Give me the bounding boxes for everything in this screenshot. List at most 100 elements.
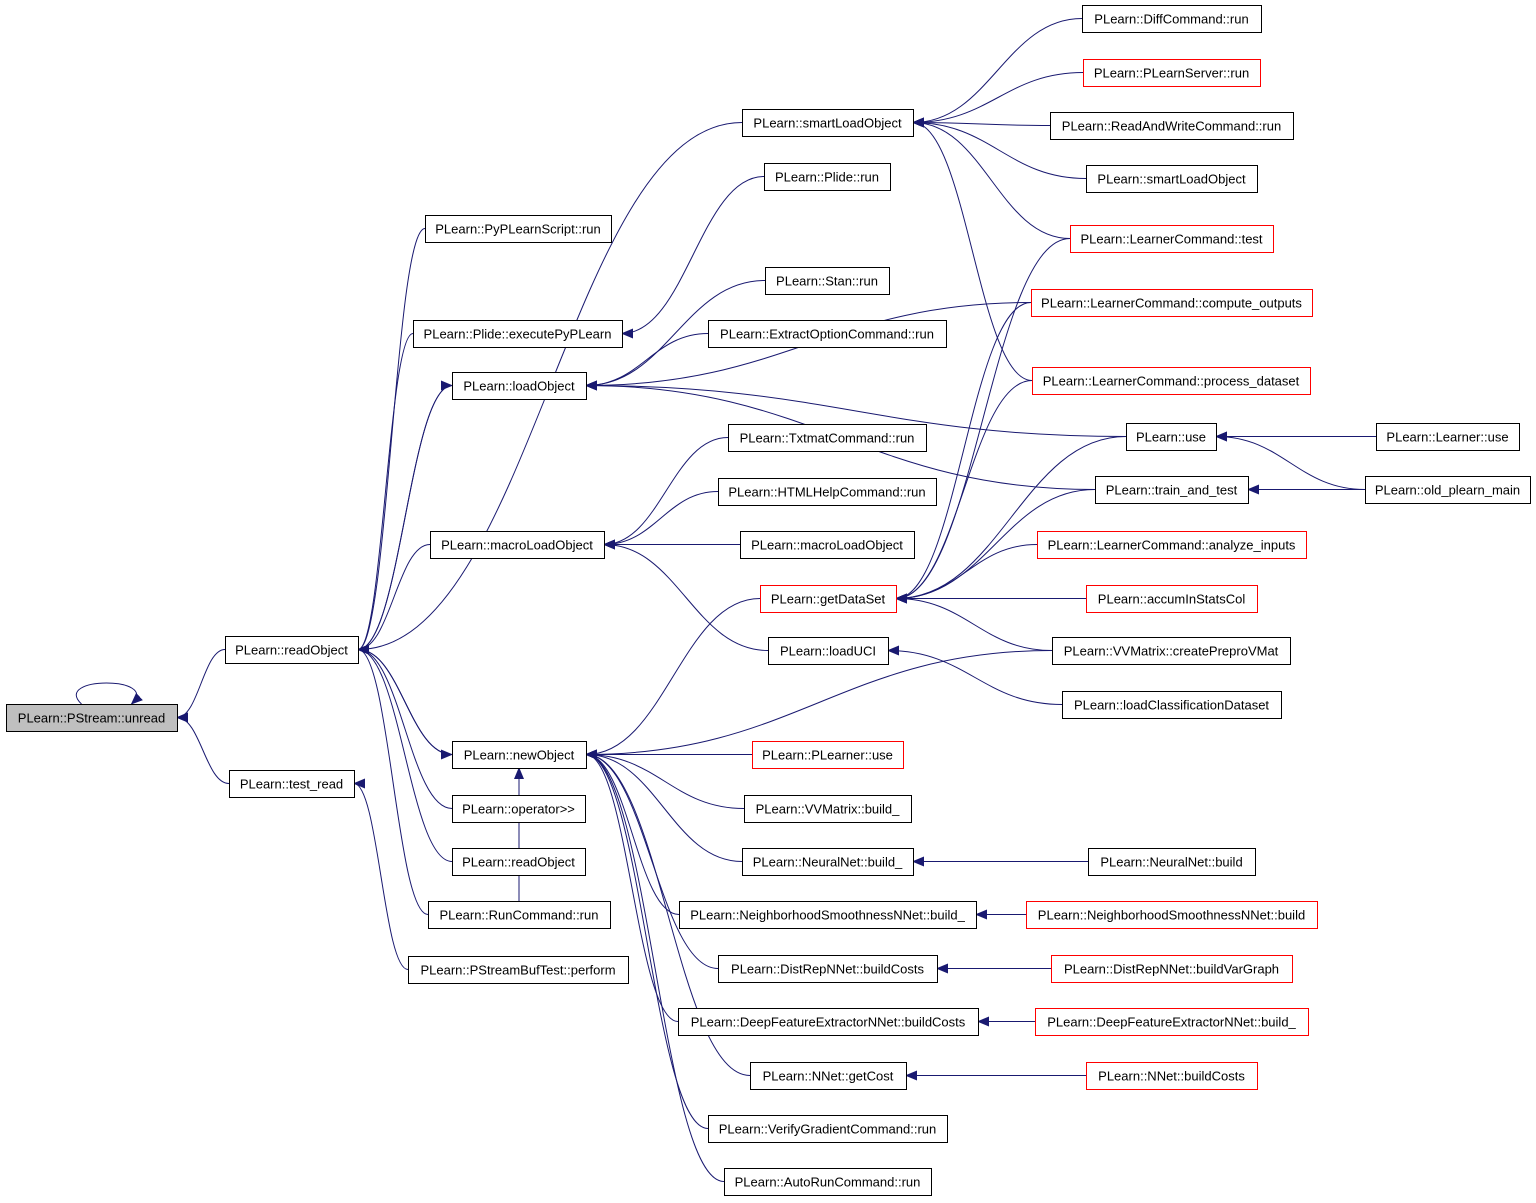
node-label: PLearn::ReadAndWriteCommand::run — [1062, 119, 1281, 134]
node-load-class[interactable]: PLearn::loadClassificationDataset — [1062, 691, 1282, 719]
node-label: PLearn::VVMatrix::createPreproVMat — [1064, 644, 1279, 659]
node-train-test[interactable]: PLearn::train_and_test — [1095, 476, 1249, 504]
node-pypl[interactable]: PLearn::PyPLearnScript::run — [425, 215, 612, 243]
node-macro-load[interactable]: PLearn::macroLoadObject — [430, 531, 605, 559]
node-psbt[interactable]: PLearn::PStreamBufTest::perform — [408, 956, 629, 984]
node-box — [1086, 585, 1258, 613]
node-lc-test[interactable]: PLearn::LearnerCommand::test — [1070, 225, 1274, 253]
node-learner-use[interactable]: PLearn::Learner::use — [1376, 423, 1520, 451]
node-stan[interactable]: PLearn::Stan::run — [765, 267, 890, 295]
node-execute-py[interactable]: PLearn::Plide::executePyPLearn — [413, 320, 623, 348]
node-box — [225, 636, 359, 664]
edge-verify-grad-to-new-object — [585, 749, 709, 1129]
node-label: PLearn::readObject — [235, 643, 348, 658]
node-test-read[interactable]: PLearn::test_read — [229, 770, 355, 798]
node-label: PLearn::test_read — [240, 777, 343, 792]
node-nnbuild[interactable]: PLearn::NeuralNet::build_ — [742, 848, 914, 876]
node-old-main[interactable]: PLearn::old_plearn_main — [1365, 476, 1531, 504]
node-smart-load[interactable]: PLearn::smartLoadObject — [742, 109, 914, 137]
node-box — [1062, 691, 1282, 719]
node-auto-run[interactable]: PLearn::AutoRunCommand::run — [724, 1168, 932, 1196]
node-label: PLearn::LearnerCommand::test — [1080, 232, 1262, 247]
edge-old-main-to-use — [1215, 431, 1366, 490]
node-plide[interactable]: PLearn::Plide::run — [764, 163, 891, 191]
node-label: PLearn::NeuralNet::build_ — [753, 855, 903, 870]
node-diff[interactable]: PLearn::DiffCommand::run — [1082, 5, 1262, 33]
node-lc-compute[interactable]: PLearn::LearnerCommand::compute_outputs — [1031, 289, 1313, 317]
node-vv-prepro[interactable]: PLearn::VVMatrix::createPreproVMat — [1052, 637, 1291, 665]
node-box — [408, 956, 629, 984]
node-dfe-build-costs[interactable]: PLearn::DeepFeatureExtractorNNet::buildC… — [678, 1008, 979, 1036]
node-dfe-build-[interactable]: PLearn::DeepFeatureExtractorNNet::build_ — [1035, 1008, 1309, 1036]
edge-opshift-to-read-object — [357, 644, 453, 809]
edge-macro-load-to-read-object — [357, 544, 431, 655]
node-lc-analyze[interactable]: PLearn::LearnerCommand::analyze_inputs — [1037, 531, 1307, 559]
node-box — [679, 901, 977, 929]
node-load-uci[interactable]: PLearn::loadUCI — [768, 637, 889, 665]
node-plearner[interactable]: PLearn::PLearner::use — [752, 741, 904, 769]
node-label: PLearn::PLearnServer::run — [1094, 66, 1249, 81]
node-plserver[interactable]: PLearn::PLearnServer::run — [1083, 59, 1261, 87]
node-smart-load2[interactable]: PLearn::smartLoadObject — [1086, 165, 1258, 193]
node-run-cmd[interactable]: PLearn::RunCommand::run — [428, 901, 611, 929]
node-label: PLearn::PLearner::use — [762, 748, 893, 763]
node-label: PLearn::old_plearn_main — [1375, 483, 1520, 498]
node-label: PLearn::NeuralNet::build — [1100, 855, 1242, 870]
node-use[interactable]: PLearn::use — [1126, 423, 1217, 451]
node-label: PLearn::RunCommand::run — [440, 908, 599, 923]
node-vvbuild[interactable]: PLearn::VVMatrix::build_ — [744, 795, 912, 823]
node-box — [742, 109, 914, 137]
node-label: PLearn::macroLoadObject — [441, 538, 593, 553]
node-label: PLearn::smartLoadObject — [1097, 172, 1246, 187]
node-label: PLearn::AutoRunCommand::run — [735, 1175, 921, 1190]
node-label: PLearn::VVMatrix::build_ — [756, 802, 901, 817]
node-dr-var-graph[interactable]: PLearn::DistRepNNet::buildVarGraph — [1051, 955, 1293, 983]
node-layer: PLearn::PStream::unreadPLearn::readObjec… — [6, 5, 1531, 1196]
node-extract-opt[interactable]: PLearn::ExtractOptionCommand::run — [708, 320, 947, 348]
node-box — [1031, 289, 1313, 317]
node-verify-grad[interactable]: PLearn::VerifyGradientCommand::run — [708, 1115, 948, 1143]
node-label: PLearn::NNet::getCost — [763, 1069, 894, 1084]
node-box — [760, 585, 897, 613]
node-box — [764, 163, 891, 191]
node-box — [740, 531, 915, 559]
node-nsnnbuild[interactable]: PLearn::NeighborhoodSmoothnessNNet::buil… — [1026, 901, 1318, 929]
node-label: PLearn::NeighborhoodSmoothnessNNet::buil… — [690, 908, 965, 923]
node-label: PLearn::readObject — [462, 855, 575, 870]
node-get-data-set[interactable]: PLearn::getDataSet — [760, 585, 897, 613]
node-label: PLearn::getDataSet — [771, 592, 886, 607]
node-macro-load2[interactable]: PLearn::macroLoadObject — [740, 531, 915, 559]
edge-lc-process-to-get-data-set — [895, 380, 1033, 604]
node-txtmat[interactable]: PLearn::TxtmatCommand::run — [728, 424, 927, 452]
node-new-object[interactable]: PLearn::newObject — [452, 741, 587, 769]
node-drbuild-costs[interactable]: PLearn::DistRepNNet::buildCosts — [718, 955, 938, 983]
node-load-object[interactable]: PLearn::loadObject — [452, 372, 587, 400]
node-opshift[interactable]: PLearn::operator>> — [452, 795, 586, 823]
node-accum[interactable]: PLearn::accumInStatsCol — [1086, 585, 1258, 613]
node-nnbuild2[interactable]: PLearn::NeuralNet::build — [1088, 848, 1256, 876]
edge-load-uci-to-macro-load — [603, 539, 769, 651]
node-box — [452, 848, 586, 876]
node-box — [750, 1062, 907, 1090]
edge-layer — [75, 18, 1376, 1182]
edge-lc-analyze-to-get-data-set — [895, 544, 1038, 604]
node-lc-process[interactable]: PLearn::LearnerCommand::process_dataset — [1032, 367, 1311, 395]
node-label: PLearn::ExtractOptionCommand::run — [720, 327, 934, 342]
node-label: PLearn::TxtmatCommand::run — [740, 431, 915, 446]
node-nnet-get-cost[interactable]: PLearn::NNet::getCost — [750, 1062, 907, 1090]
node-read-object2[interactable]: PLearn::readObject — [452, 848, 586, 876]
node-nsnnbuild-[interactable]: PLearn::NeighborhoodSmoothnessNNet::buil… — [679, 901, 977, 929]
node-label: PLearn::DeepFeatureExtractorNNet::buildC… — [691, 1015, 966, 1030]
node-box — [1035, 1008, 1309, 1036]
edge-run-cmd-to-read-object — [357, 644, 429, 915]
edge-drbuild-costs-to-new-object — [585, 749, 719, 969]
node-box — [752, 741, 904, 769]
node-htmlhelp[interactable]: PLearn::HTMLHelpCommand::run — [718, 478, 937, 506]
node-nnet-build-costs[interactable]: PLearn::NNet::buildCosts — [1086, 1062, 1258, 1090]
node-box — [452, 795, 586, 823]
edge-read-object2-to-read-object — [357, 644, 453, 862]
node-rwcmd[interactable]: PLearn::ReadAndWriteCommand::run — [1050, 112, 1294, 140]
node-box — [1050, 112, 1294, 140]
node-read-object[interactable]: PLearn::readObject — [225, 636, 359, 664]
